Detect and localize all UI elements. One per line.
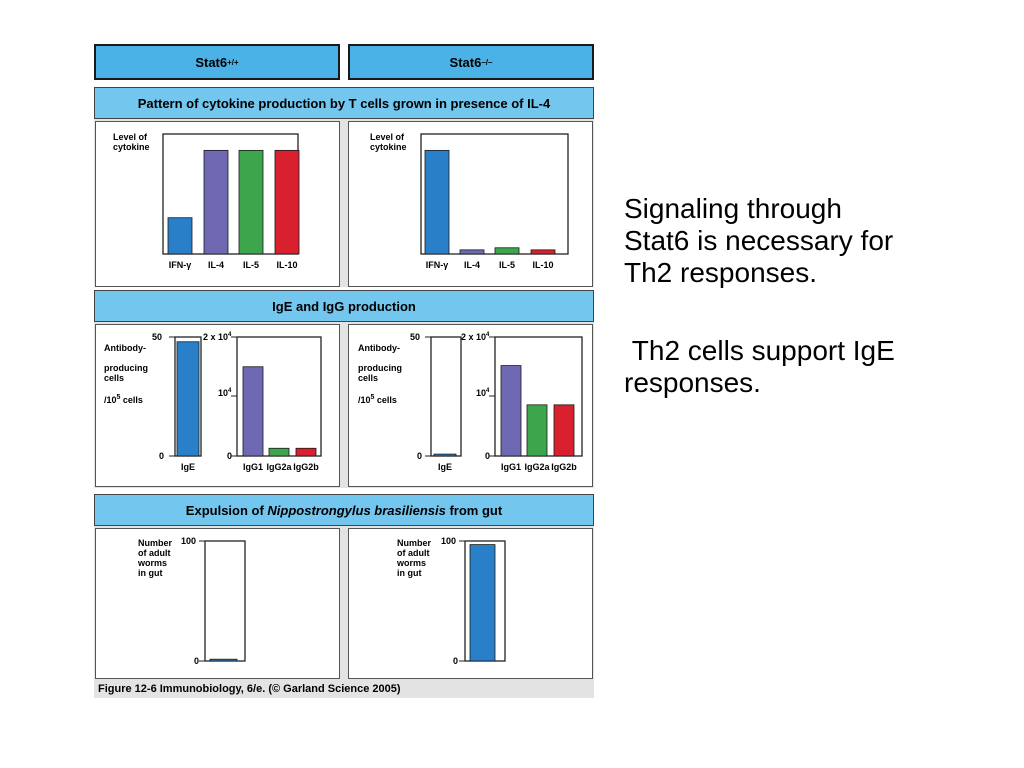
cytokine-title-text: Pattern of cytokine production by T cell… <box>137 95 551 111</box>
tick-50-left: 50 <box>152 332 163 342</box>
tick-10e4-right-exp: 4 <box>486 388 490 394</box>
bar-5-0 <box>500 365 522 457</box>
category-label-1-2: IL-5 <box>499 260 515 270</box>
cytokine-ylabel-right: Level of cytokine <box>370 132 407 152</box>
category-label-3-0: IgG1 <box>243 462 263 472</box>
bar-0-2 <box>238 149 264 255</box>
side-text-stat6: Signaling through Stat6 is necessary for… <box>624 193 894 288</box>
worms-ylabel-left: Number of adult worms in gut <box>138 538 173 578</box>
category-label-3-2: IgG2b <box>293 462 319 472</box>
antibody-ylabel-right-cells: /10 <box>358 395 371 405</box>
tick-0-worms-left: 0 <box>194 656 200 666</box>
header-left-sup: +/+ <box>227 57 239 67</box>
tick-100-right: 100 <box>441 536 457 546</box>
tick-10e4-right: 104 <box>476 388 489 398</box>
antibody-ylabel-right-l1: Antibody- <box>358 343 400 353</box>
figure-caption: Figure 12-6 Immunobiology, 6/e. (© Garla… <box>98 683 401 695</box>
bar-1-3 <box>530 249 556 255</box>
bar-3-0 <box>242 366 264 457</box>
tick-0-worms-right: 0 <box>453 656 459 666</box>
category-label-0-0: IFN-γ <box>169 260 192 270</box>
tick-0-igg-left: 0 <box>227 451 233 461</box>
bar-4-0 <box>433 453 457 457</box>
bar-0-3 <box>274 149 300 255</box>
antibody-ylabel-left: Antibody- producing cells /105 cells <box>104 333 148 415</box>
category-label-1-3: IL-10 <box>532 260 553 270</box>
cytokine-ylabel-left: Level of cytokine <box>113 132 150 152</box>
expulsion-title-post: from gut <box>445 502 503 518</box>
category-label-0-3: IL-10 <box>276 260 297 270</box>
antibody-title-text: IgE and IgG production <box>272 298 416 314</box>
bar-2-0 <box>176 341 200 457</box>
plot-frame-6 <box>204 540 246 662</box>
header-right-sup: –/– <box>481 57 493 67</box>
category-label-0-2: IL-5 <box>243 260 259 270</box>
category-label-3-1: IgG2a <box>266 462 292 472</box>
header-right-base: Stat6 <box>449 54 482 70</box>
antibody-ylabel-left-l2: producing cells <box>104 363 148 383</box>
section-title-expulsion: Expulsion of Nippostrongylus brasiliensi… <box>94 494 594 526</box>
section-title-cytokine: Pattern of cytokine production by T cell… <box>94 87 594 119</box>
category-label-5-0: IgG1 <box>501 462 521 472</box>
bar-7-0 <box>469 544 496 662</box>
tick-0-ige-left: 0 <box>159 451 165 461</box>
tick-10e4-right-base: 10 <box>476 388 487 398</box>
bar-3-1 <box>268 447 290 457</box>
tick-100-left: 100 <box>181 536 197 546</box>
antibody-ylabel-left-cells: /10 <box>104 395 117 405</box>
tick-10e4-left-exp: 4 <box>228 388 232 394</box>
header-stat6-knockout: Stat6–/– <box>348 44 594 80</box>
bar-3-2 <box>295 447 317 457</box>
antibody-ylabel-left-exp: 5 <box>116 394 121 401</box>
tick-10e4-left: 104 <box>218 388 231 398</box>
tick-2x10-right: 2 x 104 <box>461 332 489 342</box>
antibody-ylabel-right-l2: producing cells <box>358 363 402 383</box>
bar-6-0 <box>209 658 238 662</box>
bar-5-2 <box>553 404 575 457</box>
category-label-1-1: IL-4 <box>464 260 480 270</box>
header-stat6-wildtype: Stat6+/+ <box>94 44 340 80</box>
plot-frame-4 <box>430 336 462 457</box>
antibody-ylabel-right: Antibody- producing cells /105 cells <box>358 333 402 415</box>
bar-1-1 <box>459 249 485 255</box>
bar-5-1 <box>526 404 548 457</box>
caption-region <box>94 680 594 698</box>
expulsion-title-italic: Nippostrongylus brasiliensis <box>267 502 446 518</box>
category-label-0-1: IL-4 <box>208 260 224 270</box>
antibody-ylabel-right-exp: 5 <box>370 394 375 401</box>
antibody-ylabel-left-tail: cells <box>120 395 143 405</box>
expulsion-title-pre: Expulsion of <box>185 502 268 518</box>
category-label-4-0: IgE <box>438 462 452 472</box>
tick-2x10-right-exp: 4 <box>486 332 490 338</box>
side-text-th2: Th2 cells support IgE responses. <box>624 335 895 398</box>
bar-1-2 <box>494 247 520 255</box>
section-title-antibody: IgE and IgG production <box>94 290 594 322</box>
antibody-ylabel-left-l1: Antibody- <box>104 343 146 353</box>
tick-10e4-left-base: 10 <box>218 388 229 398</box>
antibody-ylabel-right-tail: cells <box>374 395 397 405</box>
tick-0-ige-right: 0 <box>417 451 423 461</box>
category-label-2-0: IgE <box>181 462 195 472</box>
category-label-1-0: IFN-γ <box>426 260 449 270</box>
header-left-base: Stat6 <box>195 54 228 70</box>
category-label-5-1: IgG2a <box>524 462 550 472</box>
bar-0-0 <box>167 217 193 255</box>
category-label-5-2: IgG2b <box>551 462 577 472</box>
bar-1-0 <box>424 149 450 255</box>
tick-2x10-right-base: 2 x 10 <box>461 332 487 342</box>
tick-2x10-left: 2 x 104 <box>203 332 231 342</box>
tick-2x10-left-base: 2 x 10 <box>203 332 229 342</box>
tick-0-igg-right: 0 <box>485 451 491 461</box>
tick-2x10-left-exp: 4 <box>228 332 232 338</box>
tick-50-right: 50 <box>410 332 421 342</box>
bar-0-1 <box>203 149 229 255</box>
worms-ylabel-right: Number of adult worms in gut <box>397 538 432 578</box>
